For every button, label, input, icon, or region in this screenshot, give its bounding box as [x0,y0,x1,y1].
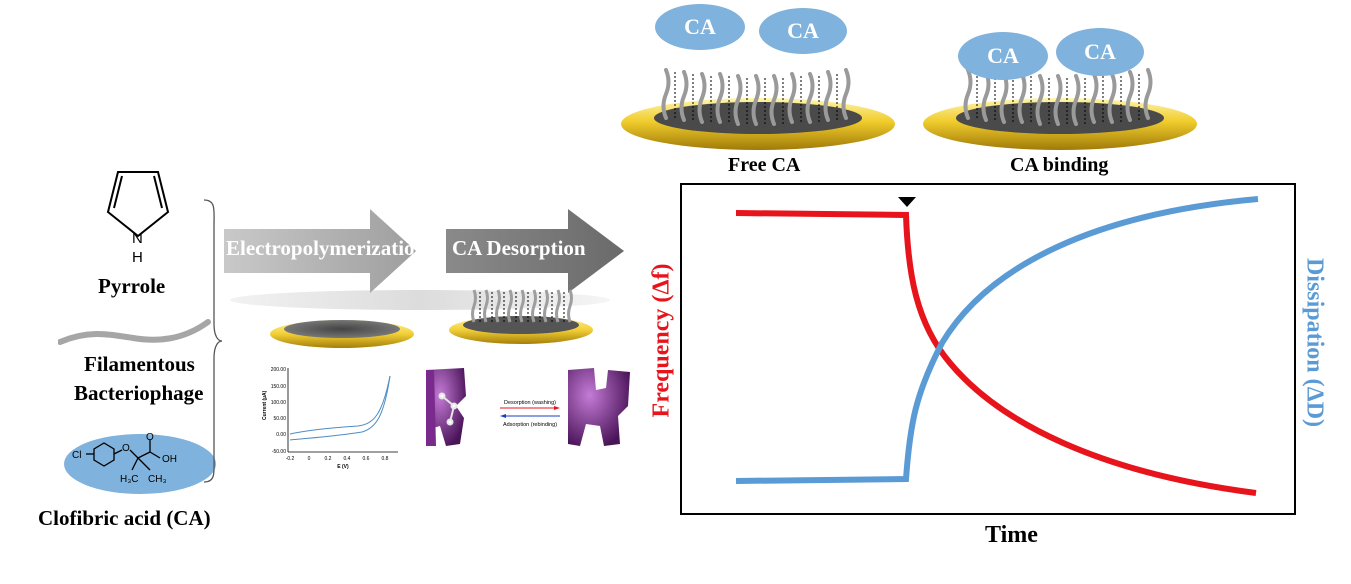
ca-methyl-a: H₃C [120,474,139,485]
ca-bubble-free-1: CA [655,4,745,50]
ca-oh-group: OH [162,454,177,465]
phage-filament-icon [58,319,211,345]
qcm-response-plot [680,183,1296,515]
cv-ytick-5: -50.00 [272,449,286,455]
pyrrole-n-atom: N [132,230,143,247]
cv-ytick-1: 150.00 [271,384,287,390]
phage-label-line1: Filamentous [84,352,195,376]
frequency-axis-label: Frequency (Δf) [648,263,675,418]
cv-ylabel: Current (µA) [262,390,268,420]
ca-binding-label: CA binding [1010,154,1109,176]
ca-carbonyl-o-atom: O [146,432,154,443]
ca-cl-atom: Cl [72,450,81,461]
injection-marker-icon [898,197,916,207]
cv-xtick-2: 0.2 [325,456,332,462]
pyrrole-structure: N H [106,171,170,266]
dissipation-axis-label: Dissipation (ΔD) [1301,257,1328,428]
cv-xtick-4: 0.6 [363,456,370,462]
ca-desorption-label: CA Desorption [452,236,586,260]
electropolymerization-label: Electropolymerization [226,236,427,260]
time-axis-label: Time [985,522,1038,548]
electrode-free-ca [621,68,895,150]
cv-xtick-5: 0.8 [382,456,389,462]
cv-ytick-0: 200.00 [271,367,287,373]
cv-xtick-3: 0.4 [344,456,351,462]
frequency-curve [735,210,1257,496]
ca-bubble-bound-1: CA [958,32,1048,80]
cv-ytick-2: 100.00 [271,400,287,406]
cv-xtick-0: -0.2 [286,456,295,462]
pyrrole-h-atom: H [132,249,143,266]
bare-gold-electrode [270,320,414,348]
clofibric-acid-structure: Cl O O OH H₃C CH₃ [64,432,216,494]
phage-label-line2: Bacteriophage [74,381,204,405]
cv-ytick-3: 50.00 [273,416,286,422]
mip-cavity-schematic: Desorption (washing) Adsorption (rebindi… [426,368,630,446]
cv-xlabel: E (V) [337,464,349,470]
cyclic-voltammogram: 200.00 150.00 100.00 50.00 0.00 -50.00 -… [262,367,398,470]
adsorption-rebinding-label: Adsorption (rebinding) [503,422,557,428]
desorption-washing-label: Desorption (washing) [504,400,556,406]
pyrrole-label: Pyrrole [98,274,166,298]
ca-bubble-free-2: CA [759,8,847,54]
ca-o-atom: O [122,443,130,454]
cv-ytick-4: 0.00 [276,432,286,438]
dissipation-curve [735,196,1259,484]
electrode-ca-binding [923,68,1197,150]
imprinted-electrode-small [449,289,593,344]
free-ca-label: Free CA [728,154,801,176]
grouping-brace [203,199,223,483]
process-arrows [224,209,624,310]
clofibric-acid-label: Clofibric acid (CA) [38,506,211,530]
ca-bubble-bound-2: CA [1056,28,1144,76]
cv-xtick-1: 0 [308,456,311,462]
ca-methyl-b: CH₃ [148,474,167,485]
